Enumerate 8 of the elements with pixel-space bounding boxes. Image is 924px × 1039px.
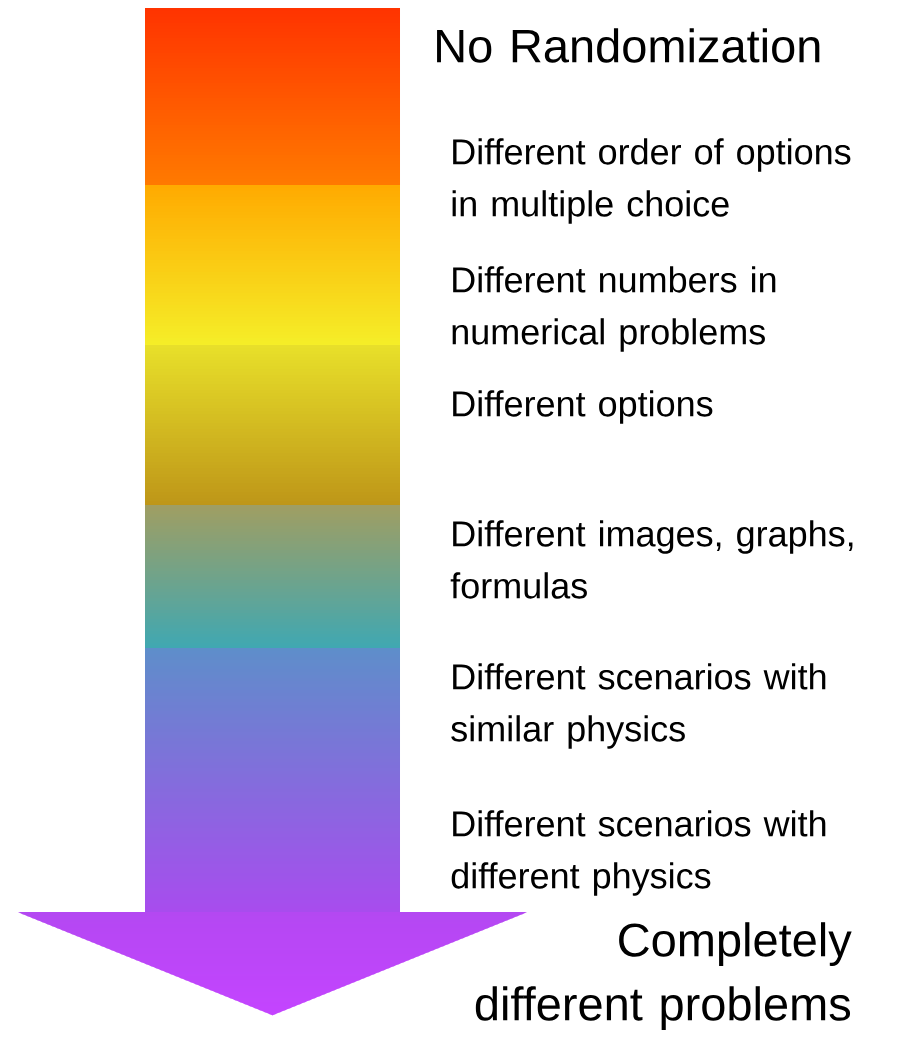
scale-label: Different scenarios with similar physics: [451, 663, 826, 749]
scale-label: Different options: [453, 390, 713, 424]
scale-label: Different numbers in numerical problems: [452, 266, 776, 352]
scale-label: No Randomization: [437, 28, 820, 63]
scale-label: Completely different problems: [475, 922, 852, 1030]
scale-label: Different images, graphs, formulas: [450, 520, 853, 599]
scale-label: Different order of options in multiple choice: [452, 138, 851, 224]
scale-label: Different scenarios with different physics: [451, 810, 826, 896]
